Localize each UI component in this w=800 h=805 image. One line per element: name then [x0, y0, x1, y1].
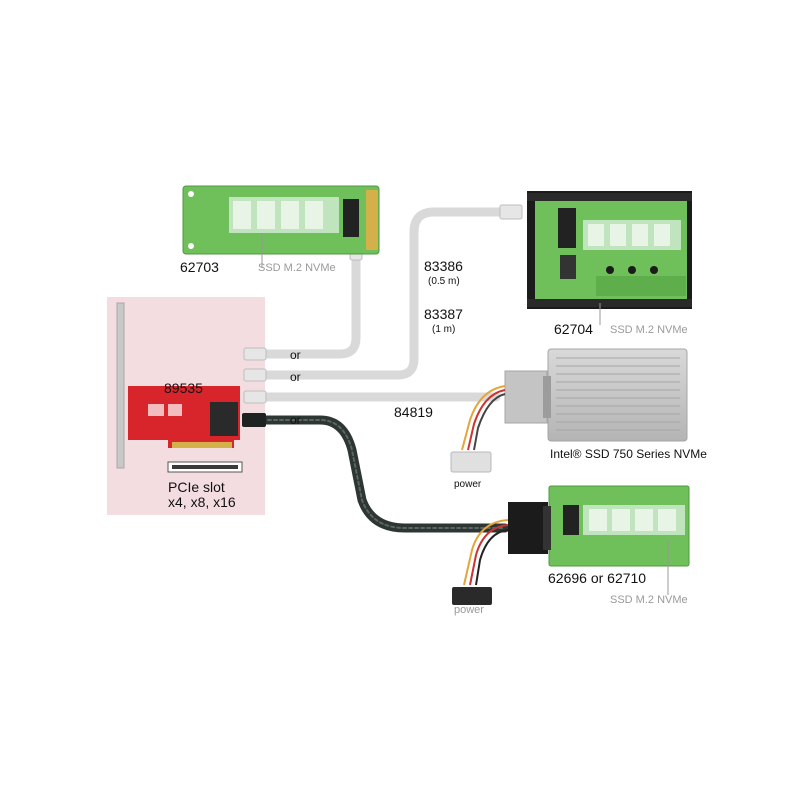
label-83386: 83386	[424, 258, 463, 274]
black-cable	[257, 415, 510, 533]
black-connector	[242, 413, 266, 427]
label-or-2: or	[290, 370, 301, 384]
power-connector-2	[452, 519, 509, 605]
label-pcie-slot: PCIe slot	[168, 479, 225, 495]
label-62696-62710: 62696 or 62710	[548, 570, 647, 586]
label-62704: 62704	[554, 321, 593, 337]
label-or-1: or	[290, 348, 301, 362]
label-ssd-m2-right: SSD M.2 NVMe	[610, 324, 688, 336]
label-84819: 84819	[394, 404, 433, 420]
card-62704	[527, 191, 692, 325]
power-connector-1	[450, 385, 506, 473]
label-pcie-widths: x4, x8, x16	[168, 494, 236, 510]
label-62703: 62703	[180, 259, 219, 275]
card-62703	[182, 185, 380, 268]
intel-ssd-750	[504, 348, 688, 442]
card-89535	[116, 302, 243, 473]
label-ssd-m2-top: SSD M.2 NVMe	[258, 262, 336, 274]
label-or-3: or	[290, 413, 301, 427]
grey-cables	[257, 207, 521, 402]
card-62696	[508, 485, 690, 595]
label-83387: 83387	[424, 306, 463, 322]
label-89535: 89535	[164, 380, 203, 396]
label-power-1: power	[454, 479, 482, 490]
label-intel-ssd: Intel® SSD 750 Series NVMe	[550, 447, 707, 461]
grey-connectors	[243, 204, 523, 404]
label-83386-length: (0.5 m)	[428, 276, 460, 287]
label-ssd-m2-bottom: SSD M.2 NVMe	[610, 594, 688, 606]
label-83387-length: (1 m)	[432, 324, 456, 335]
label-power-2: power	[454, 604, 484, 616]
